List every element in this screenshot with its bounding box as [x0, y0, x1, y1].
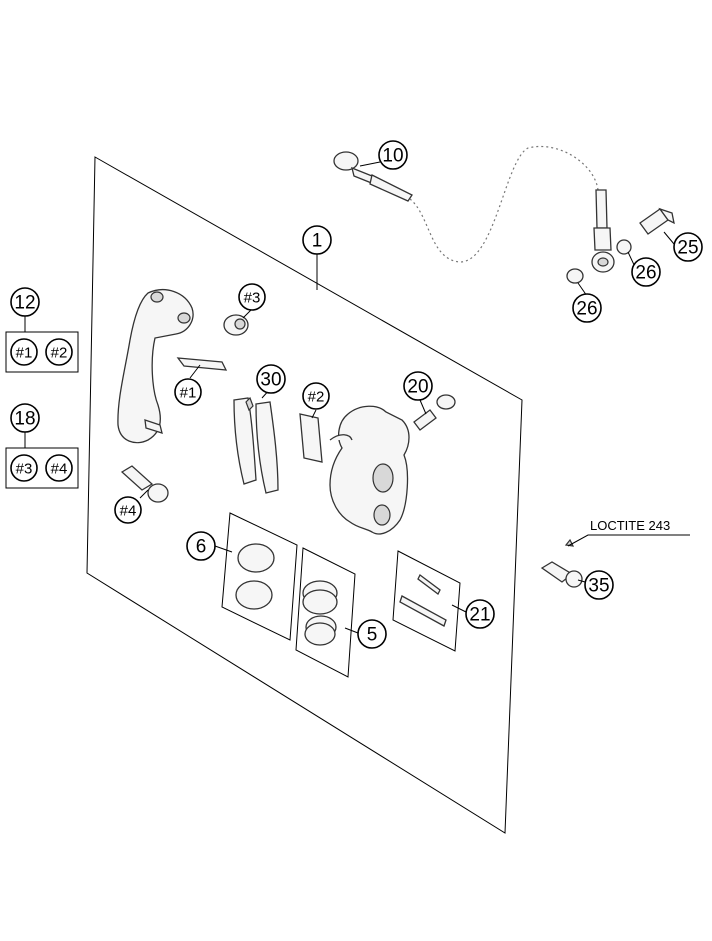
svg-text:5: 5	[367, 625, 378, 646]
svg-text:#1: #1	[180, 385, 197, 402]
callout-6: 6	[186, 531, 216, 561]
svg-text:18: 18	[14, 409, 35, 430]
callout-12-sub-1: #1	[10, 338, 38, 366]
washer-lower	[566, 268, 584, 284]
callout-21: 21	[465, 599, 495, 629]
svg-text:#4: #4	[51, 461, 68, 478]
pad-spring	[299, 413, 323, 463]
svg-text:12: 12	[14, 293, 35, 314]
svg-text:#4: #4	[120, 503, 137, 520]
callout-25: 25	[673, 232, 703, 262]
bushing	[223, 314, 249, 336]
brake-hose	[333, 146, 615, 273]
svg-text:10: 10	[382, 146, 403, 167]
svg-text:21: 21	[469, 605, 490, 626]
assembly-board	[86, 156, 523, 834]
svg-text:35: 35	[588, 576, 609, 597]
callout-hash2: #2	[302, 382, 330, 410]
svg-text:30: 30	[260, 370, 281, 391]
callout-26-lower: 26	[572, 293, 602, 323]
pad-pins	[399, 574, 447, 627]
svg-text:26: 26	[635, 263, 656, 284]
pistons-large	[235, 543, 275, 610]
piston-set-card-6	[221, 512, 298, 641]
callout-18-sub-1: #3	[10, 454, 38, 482]
brake-pads	[233, 396, 279, 494]
svg-text:#3: #3	[244, 290, 261, 307]
piston-seals	[302, 580, 338, 646]
svg-text:#1: #1	[16, 345, 33, 362]
svg-text:20: 20	[407, 377, 428, 398]
callout-5: 5	[357, 619, 387, 649]
callout-12-sub-2: #2	[45, 338, 73, 366]
callout-hash1: #1	[174, 378, 202, 406]
callout-12: 12	[10, 287, 40, 317]
svg-text:26: 26	[576, 299, 597, 320]
callout-30: 30	[256, 364, 286, 394]
callout-18-sub-2: #4	[45, 454, 73, 482]
callout-20: 20	[403, 371, 433, 401]
bleeder-valve	[413, 394, 456, 431]
spring-plate	[176, 357, 228, 371]
callout-hash4: #4	[114, 496, 142, 524]
washer-upper	[616, 239, 632, 255]
callout-18: 18	[10, 403, 40, 433]
callout-1: 1	[302, 225, 332, 255]
svg-text:1: 1	[312, 231, 323, 252]
svg-text:#3: #3	[16, 461, 33, 478]
callout-hash3: #3	[238, 283, 266, 311]
svg-text:6: 6	[196, 537, 207, 558]
svg-text:25: 25	[677, 238, 698, 259]
caliper-bracket	[117, 289, 194, 444]
svg-text:#2: #2	[308, 389, 325, 406]
loctite-note: LOCTITE 243	[590, 518, 670, 533]
callout-26-upper: 26	[631, 257, 661, 287]
callout-10: 10	[378, 140, 408, 170]
caliper-body	[329, 405, 410, 535]
svg-text:#2: #2	[51, 345, 68, 362]
banjo-bolt	[639, 207, 675, 235]
callout-35: 35	[584, 570, 614, 600]
mounting-bolt	[540, 538, 583, 588]
bracket-bolt	[120, 465, 169, 503]
